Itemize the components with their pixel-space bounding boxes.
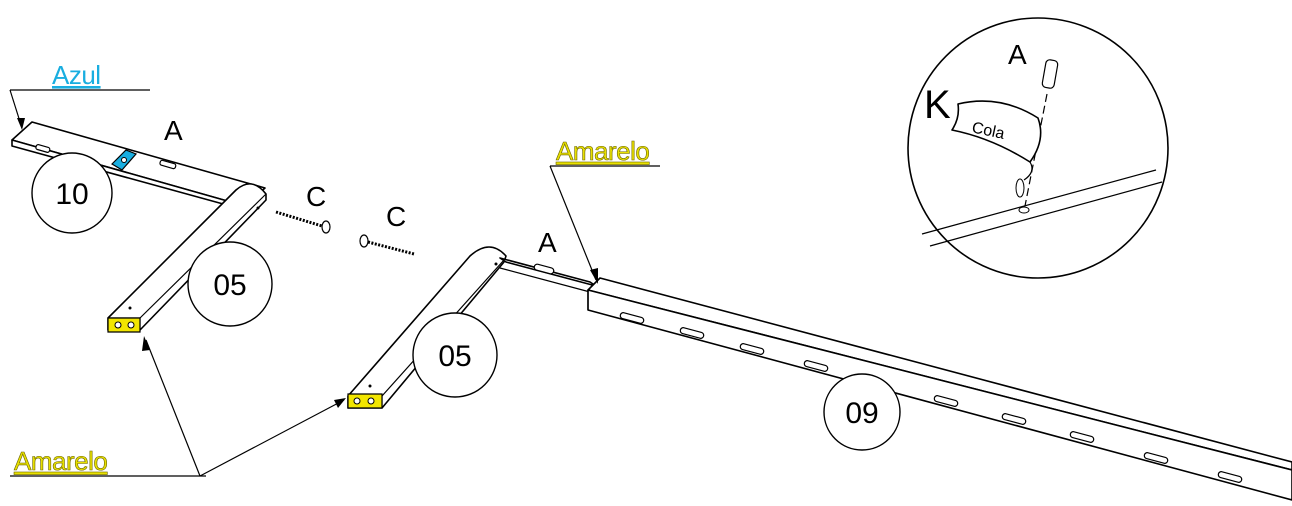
letter-a-left: A: [164, 115, 183, 146]
dowel-a: [1024, 59, 1059, 207]
letter-c-left: C: [306, 181, 326, 212]
screw-c-right: [359, 234, 415, 256]
callout-10-text: 10: [55, 178, 88, 211]
cola-label: Cola: [970, 119, 1006, 142]
letter-a-detail: A: [1008, 39, 1027, 70]
amarelo-bottom-label: Amarelo: [14, 446, 107, 476]
azul-label-group: Azul: [9, 60, 150, 130]
callout-05-left-text: 05: [213, 269, 246, 302]
letter-k-detail: K: [924, 83, 951, 127]
detail-circle: Cola: [907, 17, 1169, 279]
callout-10: 10: [31, 152, 113, 234]
yellow-end-left: [107, 317, 141, 333]
connector-tube: [499, 257, 597, 293]
callout-05-left: 05: [187, 241, 273, 327]
callout-05-right-text: 05: [438, 340, 471, 373]
screw-c-left: [275, 210, 331, 234]
amarelo-top-label: Amarelo: [556, 136, 649, 166]
amarelo-bottom-label-group: Amarelo: [10, 336, 346, 477]
callout-05-right: 05: [412, 312, 498, 398]
part-09-rail: [587, 277, 1292, 501]
amarelo-top-label-group: Amarelo: [549, 136, 660, 284]
callout-09-text: 09: [845, 397, 878, 430]
letter-a-mid: A: [538, 227, 557, 258]
yellow-end-right: [347, 393, 383, 409]
azul-label: Azul: [52, 60, 101, 90]
callout-09: 09: [823, 373, 901, 451]
letter-c-right: C: [386, 201, 406, 232]
glue-bottle: [951, 100, 1042, 198]
